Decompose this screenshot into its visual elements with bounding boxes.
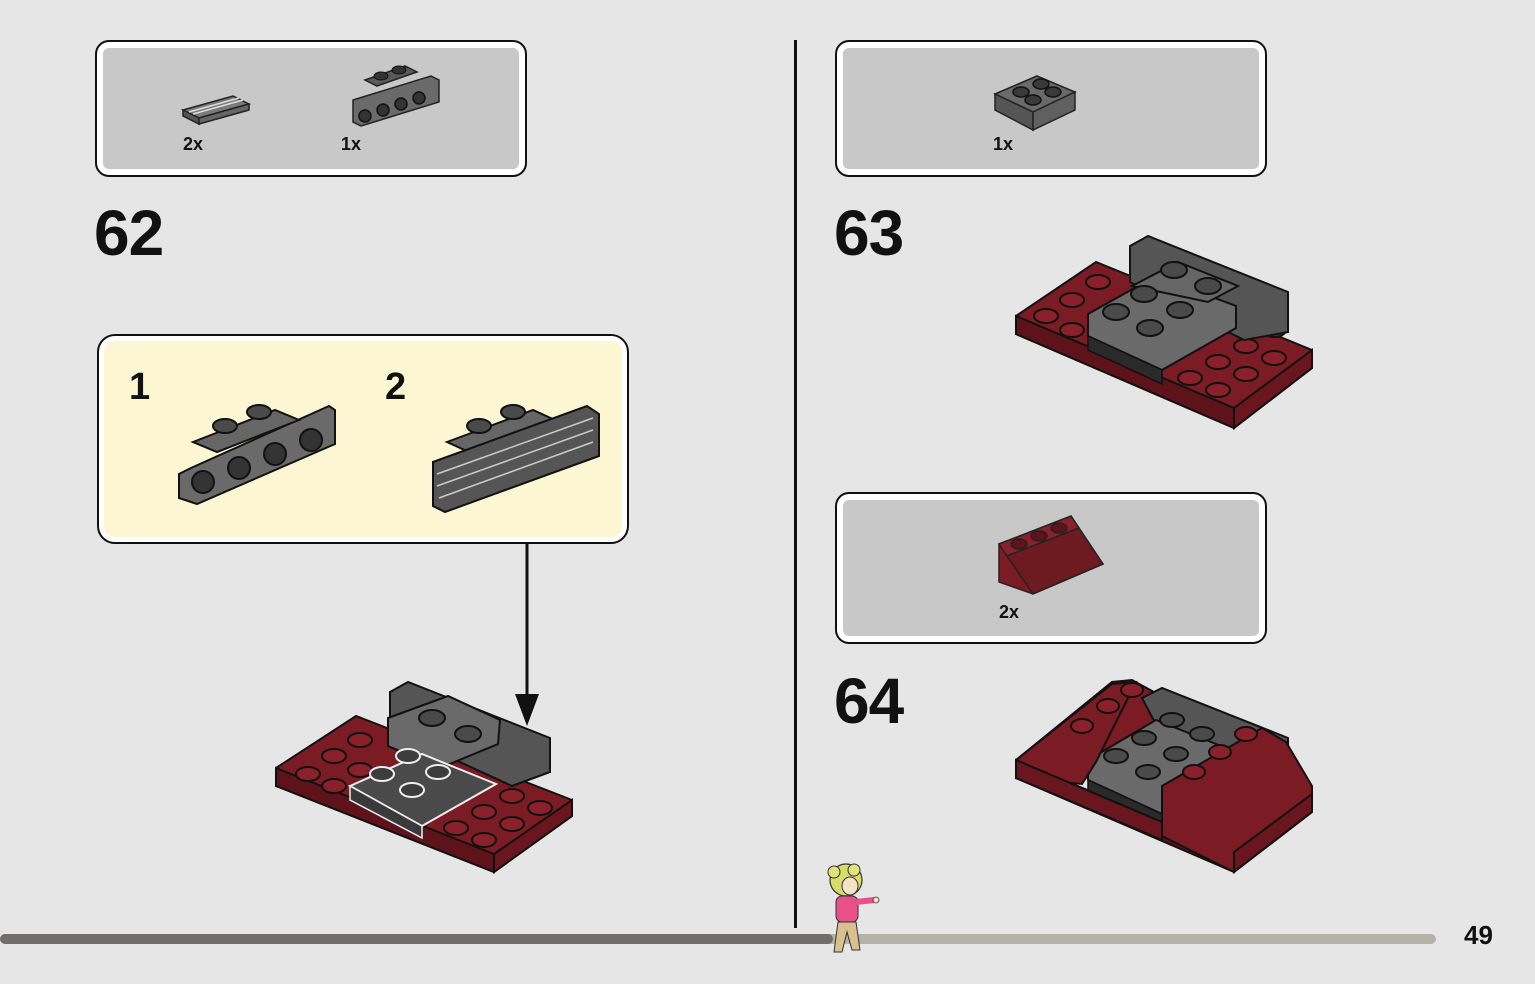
substep-number: 2 [385, 366, 407, 408]
parts-box-step-63: 1x [835, 40, 1267, 177]
part-qty: 2x [183, 134, 204, 154]
minifigure-icon [827, 863, 880, 953]
bracket-icon [352, 65, 440, 127]
step-number-63: 63 [834, 197, 904, 269]
bracket-with-grille-icon [432, 404, 600, 514]
parts-box-step-62: 2x 1x [95, 40, 527, 177]
substep-number: 1 [129, 366, 151, 408]
part-qty: 1x [993, 134, 1014, 154]
part-qty: 1x [341, 134, 362, 154]
slope-2x3-icon [997, 515, 1105, 595]
assembly-step-64 [1015, 678, 1313, 875]
progress-bar-fill [0, 934, 833, 944]
down-arrow-icon [515, 544, 539, 726]
assembly-step-62 [275, 680, 573, 874]
bracket-substep-1-icon [178, 404, 336, 506]
part-qty: 2x [999, 602, 1020, 622]
page-number: 49 [1464, 920, 1493, 950]
grille-tile-icon [180, 95, 252, 126]
substep-box: 1 2 [97, 334, 629, 544]
plate-2x2-icon [993, 75, 1077, 132]
page-divider [794, 40, 797, 928]
step-number-62: 62 [94, 197, 164, 269]
progress-bar [0, 934, 1436, 944]
parts-box-step-64: 2x [835, 492, 1267, 644]
assembly-step-63 [1015, 234, 1313, 431]
step-number-64: 64 [834, 665, 904, 737]
